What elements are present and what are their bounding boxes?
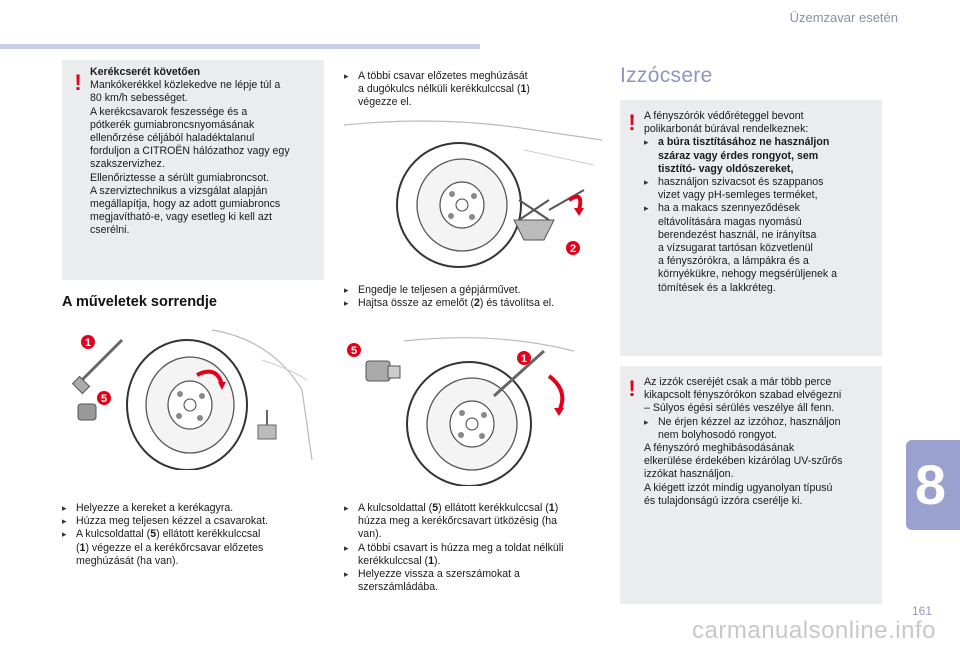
warning-icon: !	[628, 110, 636, 135]
chapter-number: 8	[914, 453, 946, 516]
warning-title: Kerékcserét követően	[90, 66, 201, 78]
badge-5: 5	[97, 391, 111, 405]
wheel-illustration-1: 1 5	[71, 329, 313, 471]
svg-text:5: 5	[351, 345, 357, 357]
procedure-title: A műveletek sorrendje	[62, 294, 217, 310]
steps-mid-bottom: A kulcsoldattal (5) ellátott kerékkulccs…	[344, 502, 606, 594]
running-title: Üzemzavar esetén	[789, 10, 898, 25]
warning-icon: !	[74, 70, 82, 95]
bulbs-text-2: Az izzók cseréjét csak a már több perce …	[644, 376, 878, 508]
wheel-illustration-2: 2	[343, 120, 603, 268]
badge-1: 1	[81, 335, 95, 349]
steps-mid-middle: Engedje le teljesen a gépjárművet. Hajts…	[344, 284, 606, 311]
svg-text:1: 1	[85, 337, 91, 349]
bulbs-title: Izzócsere	[620, 64, 713, 87]
badge-5b: 5	[347, 343, 361, 357]
badge-2: 2	[566, 241, 580, 255]
bulbs-panel-2	[620, 366, 882, 604]
figure-wheel-lock-nut: 5 1	[344, 336, 602, 487]
page-number: 161	[911, 604, 932, 618]
warning-text: Kerékcserét követően Mankókerékkel közle…	[90, 66, 290, 237]
steps-mid-top: A többi csavar előzetes meghúzását a dug…	[344, 70, 606, 110]
bulbs-text-1: A fényszórók védőréteggel bevont polikar…	[644, 110, 878, 295]
badge-1b: 1	[517, 351, 531, 365]
steps-left: Helyezze a kereket a kerékagyra. Húzza m…	[62, 502, 324, 568]
watermark: carmanualsonline.info	[692, 617, 936, 644]
wheel-illustration-3: 5 1	[347, 337, 575, 487]
figure-wheel-tightening: 1 5	[62, 320, 324, 471]
svg-text:5: 5	[101, 393, 107, 405]
svg-text:2: 2	[570, 243, 576, 255]
header-rule	[0, 44, 480, 49]
warning-panel	[62, 60, 324, 280]
svg-text:1: 1	[521, 353, 527, 365]
warning-icon: !	[628, 376, 636, 401]
figure-jack: 2	[343, 120, 603, 270]
chapter-tab	[906, 440, 960, 530]
